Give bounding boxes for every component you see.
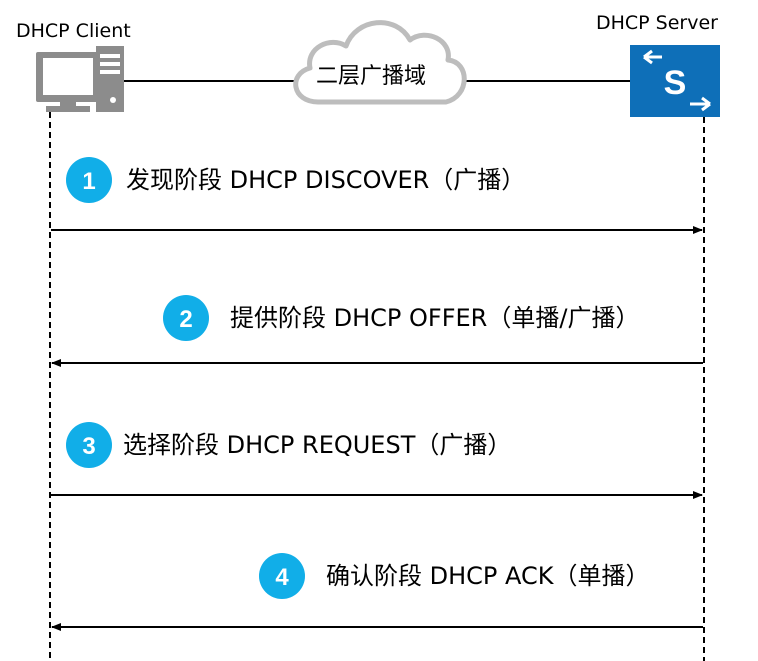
step-number-4: 4 xyxy=(275,564,289,591)
step-number-1: 1 xyxy=(82,168,95,195)
step-number-3: 3 xyxy=(82,433,95,460)
computer-icon xyxy=(36,46,124,112)
step-text-4: 确认阶段 DHCP ACK（单播） xyxy=(326,562,650,590)
step-text-3: 选择阶段 DHCP REQUEST（广播） xyxy=(123,431,512,459)
client-label: DHCP Client xyxy=(16,20,131,42)
step-text-2: 提供阶段 DHCP OFFER（单播/广播） xyxy=(230,304,640,332)
step-badge-3: 3 xyxy=(66,422,112,468)
network-label: 二层广播域 xyxy=(316,64,427,89)
step-badge-2: 2 xyxy=(163,295,209,341)
step-badge-4: 4 xyxy=(259,553,305,599)
step-text-1: 发现阶段 DHCP DISCOVER（广播） xyxy=(126,166,526,194)
cloud-icon xyxy=(293,20,467,105)
server-label: DHCP Server xyxy=(596,12,718,34)
step-badge-1: 1 xyxy=(66,157,112,203)
switch-icon: S xyxy=(630,45,720,117)
switch-icon-letter: S xyxy=(664,64,687,102)
step-number-2: 2 xyxy=(179,306,192,333)
